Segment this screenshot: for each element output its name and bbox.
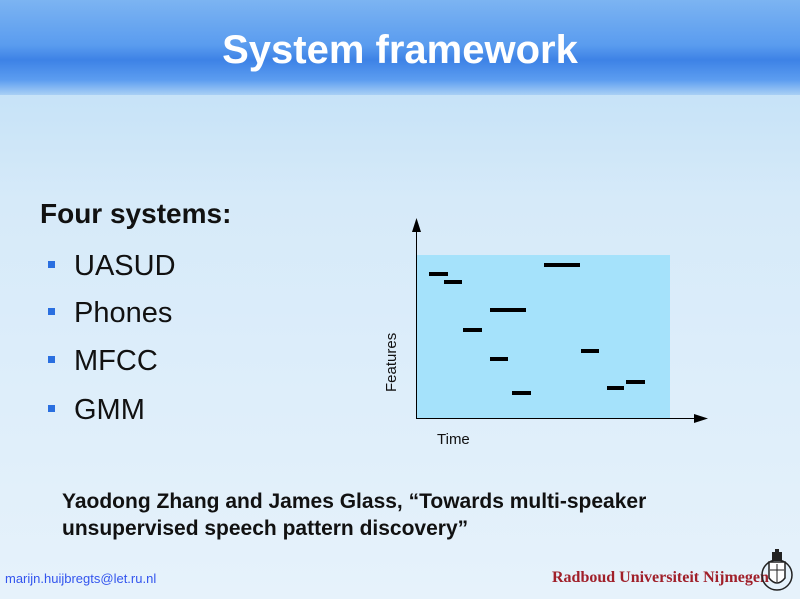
bullet-text: GMM xyxy=(74,394,145,426)
feature-segment xyxy=(544,263,580,267)
citation-line: unsupervised speech pattern discovery” xyxy=(62,517,469,540)
bullet-item: MFCC xyxy=(48,345,158,378)
bullet-icon xyxy=(48,355,55,363)
feature-segment xyxy=(490,357,508,361)
x-axis-label: Time xyxy=(437,431,470,448)
bullet-icon xyxy=(48,307,55,315)
bullet-item: Phones xyxy=(48,297,172,330)
feature-segment xyxy=(463,328,482,332)
citation-line: Yaodong Zhang and James Glass, “Towards … xyxy=(62,490,647,513)
author-email: marijn.huijbregts@let.ru.nl xyxy=(5,571,157,586)
y-axis-label: Features xyxy=(383,332,400,392)
slide-title: System framework xyxy=(222,28,578,72)
bullet-icon xyxy=(48,404,55,412)
bullet-icon xyxy=(48,260,55,268)
title-bar xyxy=(0,0,800,95)
bullet-text: UASUD xyxy=(74,250,176,282)
bullet-text: MFCC xyxy=(74,345,158,377)
feature-segment xyxy=(444,280,462,284)
bullet-item: GMM xyxy=(48,394,145,427)
x-axis-arrow-icon xyxy=(694,414,708,423)
university-name: Radboud Universiteit Nijmegen xyxy=(552,569,769,586)
y-axis-arrow-icon xyxy=(412,218,421,232)
feature-segment xyxy=(429,272,448,276)
university-seal-icon xyxy=(761,549,793,591)
feature-segment xyxy=(626,380,645,384)
bullet-item: UASUD xyxy=(48,250,176,283)
citation: Yaodong Zhang and James Glass, “Towards … xyxy=(62,488,646,542)
feature-segment xyxy=(490,308,526,312)
bullet-text: Phones xyxy=(74,297,173,329)
feature-segment xyxy=(581,349,599,353)
feature-segment xyxy=(607,386,624,390)
feature-segment xyxy=(512,391,531,395)
subheading: Four systems: xyxy=(40,198,232,229)
